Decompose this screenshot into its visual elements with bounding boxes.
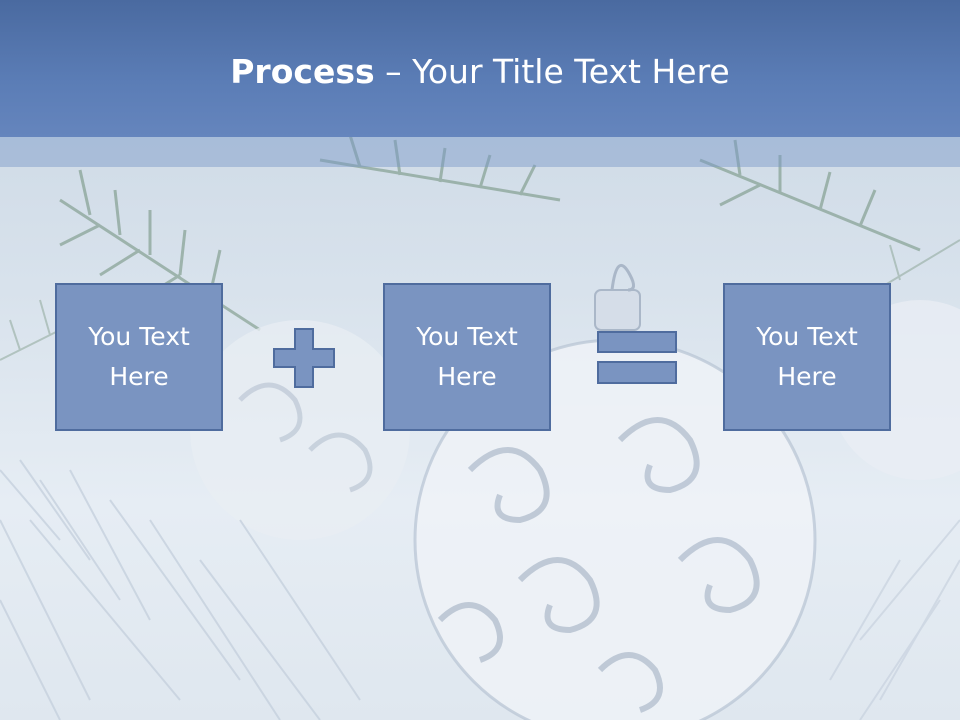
process-box-1[interactable]: You Text Here	[55, 283, 223, 431]
plus-icon	[273, 328, 335, 388]
title-bar	[0, 0, 960, 137]
title-bold: Process	[230, 52, 375, 91]
process-box-1-label: You Text Here	[88, 322, 190, 391]
equals-icon	[597, 331, 677, 384]
process-box-3-label: You Text Here	[756, 322, 858, 391]
process-box-2-label: You Text Here	[416, 322, 518, 391]
slide-title[interactable]: Process – Your Title Text Here	[0, 52, 960, 91]
process-box-3[interactable]: You Text Here	[723, 283, 891, 431]
process-box-2[interactable]: You Text Here	[383, 283, 551, 431]
title-underlay-strip	[0, 137, 960, 167]
title-rest: – Your Title Text Here	[374, 52, 730, 91]
